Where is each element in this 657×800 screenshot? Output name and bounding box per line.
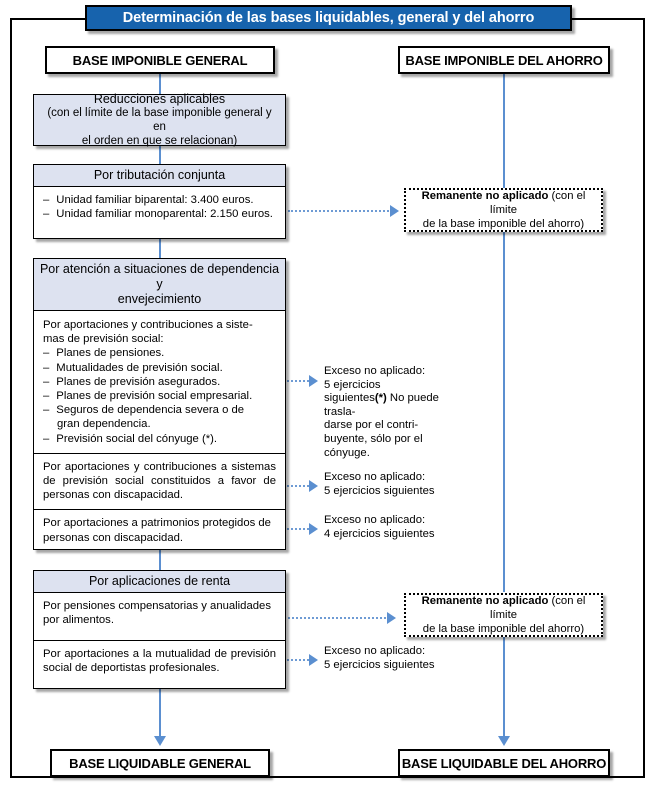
dash-bullet: – <box>43 361 50 374</box>
dash-bullet: – <box>43 347 50 360</box>
panel-dependencia-envejecimiento: Por atención a situaciones de dependenci… <box>33 258 286 550</box>
dash-bullet: – <box>43 432 50 445</box>
list-item: – Mutualidades de previsión social. <box>43 361 276 375</box>
list-item: – Unidad familiar biparental: 3.400 euro… <box>43 193 276 207</box>
connector-general-3 <box>159 239 161 258</box>
box-base-imponible-general: BASE IMPONIBLE GENERAL <box>45 46 275 74</box>
aplicaciones-renta-row2: Por aportaciones a la mutualidad de prev… <box>43 648 276 675</box>
aplicaciones-renta-body-1: Por pensiones compensatorias y anualidad… <box>34 593 285 640</box>
list-item: – Seguros de dependencia severa o de <box>43 403 276 417</box>
base-liquidable-general-label: BASE LIQUIDABLE GENERAL <box>69 755 251 771</box>
box-base-liquidable-ahorro: BASE LIQUIDABLE DEL AHORRO <box>398 749 610 777</box>
dotted-connector-2 <box>268 485 312 487</box>
dependencia-item-4-cont: gran dependencia. <box>57 418 151 431</box>
box-reducciones-aplicables: Reducciones aplicables (con el límite de… <box>33 92 286 147</box>
note-exceso-1-asterisk: (*) <box>374 392 387 405</box>
list-item: – Planes de pensiones. <box>43 346 276 360</box>
dependencia-item-4: Seguros de dependencia severa o de <box>56 404 245 417</box>
dependencia-header: Por atención a situaciones de dependenci… <box>34 259 285 311</box>
connector-savings-1 <box>503 74 505 188</box>
tributacion-item-1: Unidad familiar monoparental: 2.150 euro… <box>56 208 273 221</box>
box-remanente-no-aplicado-1: Remanente no aplicado (con el límite de … <box>404 188 603 232</box>
dotted-connector-3-arrow <box>309 523 318 535</box>
diagram-title-banner: Determinación de las bases liquidables, … <box>85 5 572 31</box>
dependencia-header-line2: envejecimiento <box>117 292 202 306</box>
dependencia-row2-text: Por aportaciones y contribuciones a sist… <box>43 460 276 502</box>
remanente2-line1: Remanente no aplicado (con el límite <box>414 594 593 622</box>
aplicaciones-renta-header: Por aplicaciones de renta <box>34 571 285 593</box>
dependencia-body-1: Por aportaciones y contribuciones a sist… <box>34 311 285 453</box>
box-base-liquidable-general: BASE LIQUIDABLE GENERAL <box>50 749 270 777</box>
dependencia-intro-line1: Por aportaciones y contribuciones a sist… <box>43 319 253 331</box>
connector-savings-2 <box>503 232 505 592</box>
dotted-connector-1-arrow <box>309 375 318 387</box>
dotted-connector-tributacion-arrow <box>390 205 399 217</box>
remanente1-rest: (con el límite <box>490 190 586 216</box>
dependencia-item-5: Previsión social del cónyuge (*). <box>56 432 276 446</box>
dependencia-header-line1: Por atención a situaciones de dependenci… <box>39 262 280 291</box>
dotted-connector-tributacion <box>288 210 393 212</box>
aplicaciones-renta-row1: Por pensiones compensatorias y anualidad… <box>43 600 271 627</box>
list-item: – Unidad familiar monoparental: 2.150 eu… <box>43 207 276 221</box>
dependencia-item-1: Mutualidades de previsión social. <box>56 361 223 374</box>
dash-bullet: – <box>43 390 50 403</box>
list-item: – Previsión social del cónyuge (*). <box>43 432 276 446</box>
connector-general-arrow <box>154 736 166 746</box>
dependencia-body-3: Por aportaciones a patrimonios protegido… <box>34 509 285 551</box>
remanente1-bold: Remanente no aplicado <box>421 190 549 202</box>
dash-bullet: – <box>43 194 50 206</box>
diagram-title: Determinación de las bases liquidables, … <box>122 10 535 26</box>
reducciones-line2: (con el límite de la base imponible gene… <box>47 107 272 133</box>
tributacion-conjunta-header: Por tributación conjunta <box>34 165 285 187</box>
dependencia-intro-line2: mas de previsión social: <box>43 333 164 346</box>
connector-savings-arrow <box>498 736 510 746</box>
remanente2-bold: Remanente no aplicado <box>421 595 549 607</box>
box-remanente-no-aplicado-2: Remanente no aplicado (con el límite de … <box>404 593 603 637</box>
panel-tributacion-conjunta: Por tributación conjunta – Unidad famili… <box>33 164 286 239</box>
note-exceso-1: Exceso no aplicado: 5 ejercicios siguien… <box>324 365 444 460</box>
connector-general-1 <box>159 74 161 94</box>
dash-bullet: – <box>43 208 50 221</box>
note-exceso-1-cont: No puede trasla- darse por el contri- bu… <box>324 392 439 459</box>
reducciones-line1: Reducciones aplicables <box>93 92 226 106</box>
dependencia-item-2: Planes de previsión asegurados. <box>56 375 221 388</box>
dotted-connector-5-arrow <box>309 654 318 666</box>
connector-general-2 <box>159 146 161 164</box>
dotted-connector-3 <box>268 528 312 530</box>
remanente2-rest: (con el límite <box>490 595 586 621</box>
list-item: – Planes de previsión social empresarial… <box>43 389 276 403</box>
connector-savings-3 <box>503 637 505 742</box>
base-imponible-general-label: BASE IMPONIBLE GENERAL <box>72 52 248 68</box>
note-exceso-3: Exceso no aplicado: 4 ejercicios siguien… <box>324 514 435 540</box>
dependencia-item-5-text: Previsión social del cónyuge (*). <box>56 432 218 445</box>
box-base-imponible-ahorro: BASE IMPONIBLE DEL AHORRO <box>398 46 610 74</box>
dotted-connector-2-arrow <box>309 480 318 492</box>
connector-general-5 <box>159 689 161 742</box>
list-item: – Planes de previsión asegurados. <box>43 375 276 389</box>
dotted-connector-5 <box>268 659 312 661</box>
dash-bullet: – <box>43 375 50 388</box>
note-exceso-4: Exceso no aplicado: 5 ejercicios siguien… <box>324 645 435 671</box>
dotted-connector-4-arrow <box>387 612 396 624</box>
dash-bullet: – <box>43 404 50 417</box>
remanente2-line2: de la base imponible del ahorro) <box>422 623 585 635</box>
aplicaciones-renta-body-2: Por aportaciones a la mutualidad de prev… <box>34 640 285 688</box>
dependencia-row3-text: Por aportaciones a patrimonios protegido… <box>43 517 271 544</box>
dependencia-body-2: Por aportaciones y contribuciones a sist… <box>34 452 285 510</box>
reducciones-line3: el orden en que se relacionan) <box>81 135 238 147</box>
remanente1-line2: de la base imponible del ahorro) <box>422 218 585 230</box>
tributacion-conjunta-body: – Unidad familiar biparental: 3.400 euro… <box>34 187 285 238</box>
note-exceso-2: Exceso no aplicado: 5 ejercicios siguien… <box>324 471 435 497</box>
dotted-connector-1 <box>268 380 312 382</box>
note-exceso-1-text: Exceso no aplicado: 5 ejercicios siguien… <box>324 365 426 405</box>
base-liquidable-ahorro-label: BASE LIQUIDABLE DEL AHORRO <box>401 755 607 771</box>
tributacion-item-0: Unidad familiar biparental: 3.400 euros. <box>56 194 254 206</box>
panel-aplicaciones-renta: Por aplicaciones de renta Por pensiones … <box>33 570 286 689</box>
connector-general-4 <box>159 550 161 570</box>
dependencia-item-0: Planes de pensiones. <box>56 347 165 360</box>
base-imponible-ahorro-label: BASE IMPONIBLE DEL AHORRO <box>405 52 603 68</box>
remanente1-line1: Remanente no aplicado (con el límite <box>414 189 593 217</box>
dependencia-item-3: Planes de previsión social empresarial. <box>56 390 253 403</box>
dotted-connector-4 <box>268 617 390 619</box>
